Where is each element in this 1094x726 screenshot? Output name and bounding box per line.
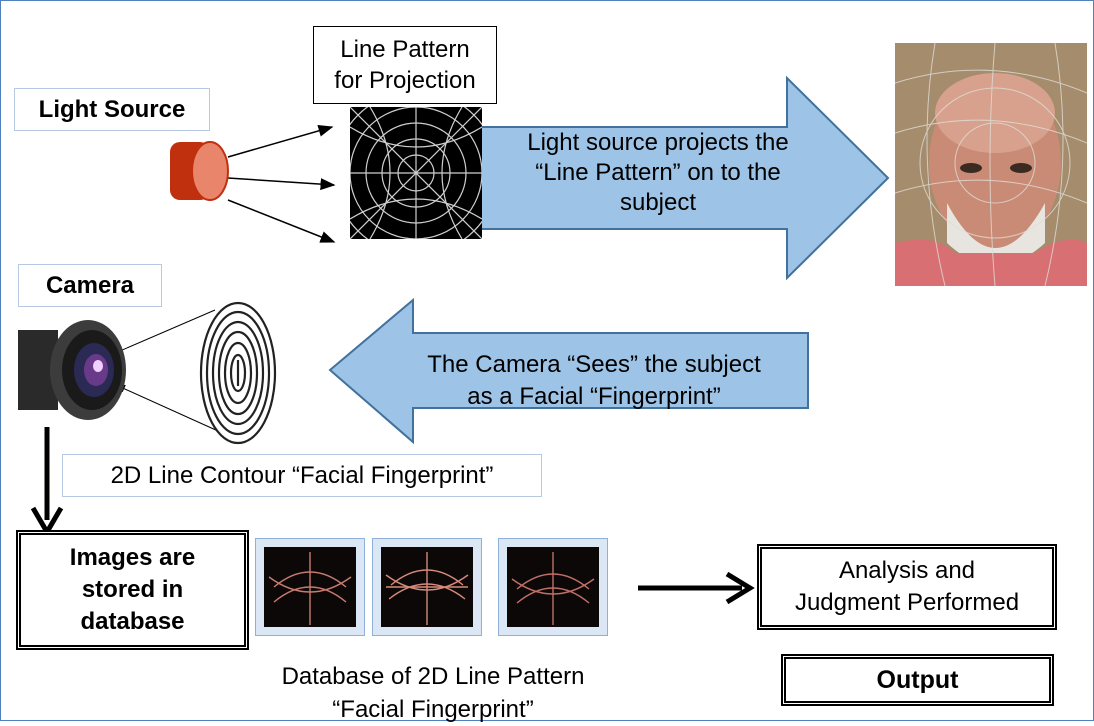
projection-text: Light source projects the “Line Pattern”…: [492, 128, 824, 218]
camera-label: Camera: [18, 264, 162, 307]
light-ray-2: [227, 177, 336, 191]
light-source-cylinder-icon: [170, 141, 229, 201]
stored-box-line-2: stored in: [81, 576, 184, 603]
projection-text-line-3: subject: [619, 189, 697, 216]
camera-arrow-text-line-1: The Camera “Sees” the subject: [427, 351, 761, 378]
pattern-label-line-1: Line Pattern: [340, 36, 470, 63]
pattern-label-line-2: for Projection: [334, 67, 476, 94]
analysis-box: Analysis and Judgment Performed: [757, 544, 1057, 630]
line-pattern-image: [350, 107, 482, 239]
projection-text-line-2: “Line Pattern” on to the: [535, 159, 781, 186]
projection-arrow: [479, 75, 890, 281]
contour-label: 2D Line Contour “Facial Fingerprint”: [62, 454, 542, 497]
stored-in-database-box: Images are stored in database: [16, 530, 249, 650]
camera-arrow-text: The Camera “Sees” the subject as a Facia…: [384, 349, 804, 413]
camera-lens-icon: [18, 320, 126, 420]
pattern-label: Line Pattern for Projection: [313, 26, 497, 104]
light-ray-3: [227, 199, 336, 243]
stored-box-line-1: Images are: [69, 544, 196, 571]
database-caption-line-1: Database of 2D Line Pattern: [281, 663, 585, 690]
camera-arrow: [328, 297, 809, 445]
subject-face-photo: [895, 43, 1087, 286]
analysis-box-line-2: Judgment Performed: [794, 589, 1020, 616]
projection-text-line-1: Light source projects the: [527, 129, 789, 156]
database-image-3: [498, 538, 608, 636]
camera-arrow-text-line-2: as a Facial “Fingerprint”: [467, 383, 721, 410]
to-analysis-arrow-head: [725, 571, 755, 605]
sight-line-2: [115, 384, 219, 432]
light-source-label: Light Source: [14, 88, 210, 131]
database-image-2: [372, 538, 482, 636]
output-box: Output: [781, 654, 1054, 706]
analysis-box-line-1: Analysis and: [838, 557, 976, 584]
database-caption-line-2: “Facial Fingerprint”: [332, 696, 534, 723]
stored-box-line-3: database: [80, 608, 185, 635]
database-caption: Database of 2D Line Pattern “Facial Fing…: [228, 660, 638, 726]
sight-line-1: [105, 309, 216, 358]
light-ray-1: [227, 124, 334, 158]
fingerprint-icon: [199, 301, 277, 445]
database-image-1: [255, 538, 365, 636]
